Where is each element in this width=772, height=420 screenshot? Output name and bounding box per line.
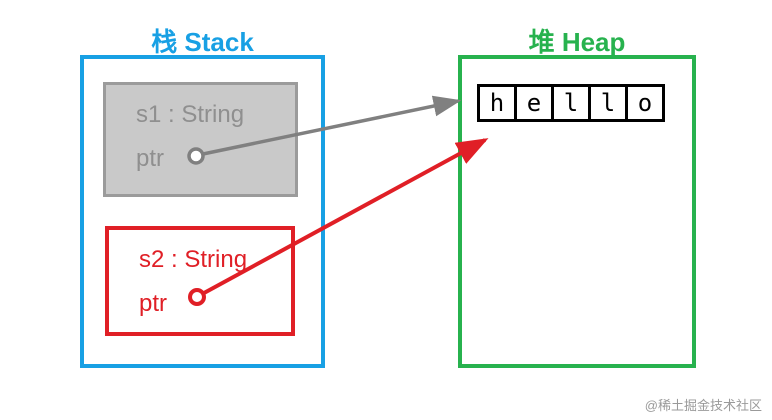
stack-title: 栈 Stack [151, 27, 254, 57]
watermark: @稀土掘金技术社区 [644, 398, 762, 413]
heap-string-cells: h e l l o [477, 84, 665, 122]
heap-cell: l [551, 84, 591, 122]
s1-ptr-label: ptr [136, 145, 165, 172]
s1-label: s1 : String [136, 101, 245, 128]
heap-title: 堆 Heap [528, 27, 626, 57]
s1-variable-box: s1 : String ptr [103, 82, 298, 197]
heap-cell: e [514, 84, 554, 122]
s2-variable-box: s2 : String ptr [105, 226, 295, 336]
s2-ptr-label: ptr [139, 290, 168, 317]
s2-label: s2 : String [139, 246, 248, 273]
heap-cell: l [588, 84, 628, 122]
heap-cell: o [625, 84, 665, 122]
heap-cell: h [477, 84, 517, 122]
